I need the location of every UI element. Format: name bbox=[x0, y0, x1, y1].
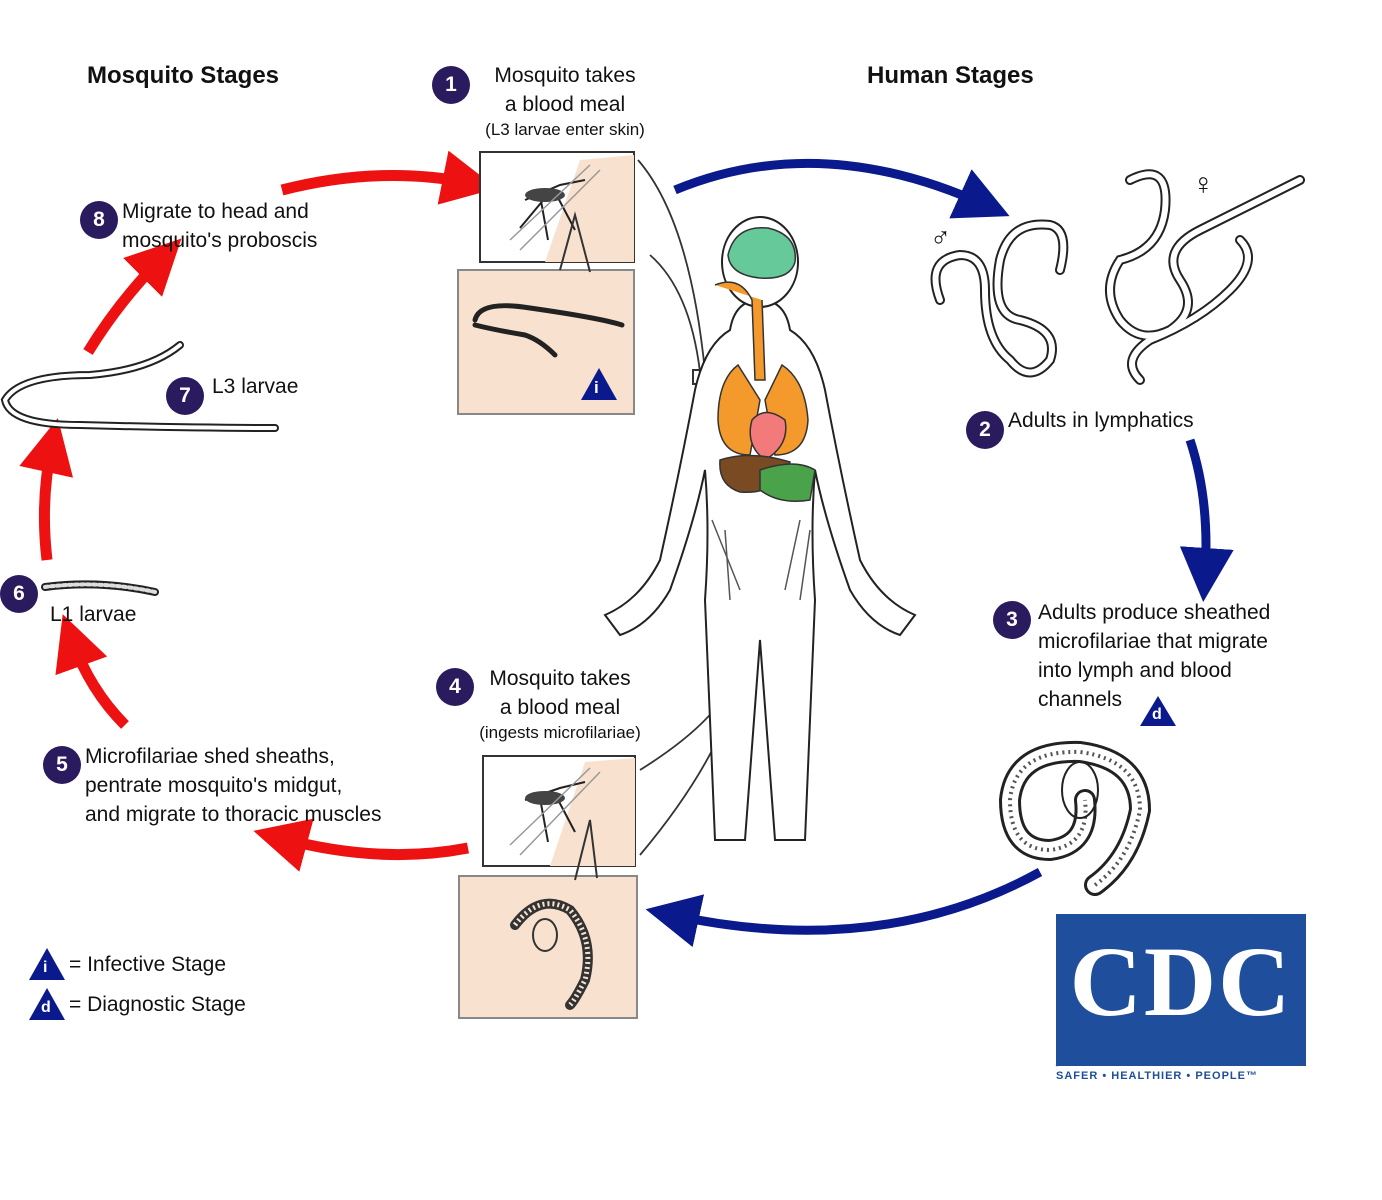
arrow-2-to-3 bbox=[1179, 438, 1234, 602]
arrow-8-to-1 bbox=[280, 150, 497, 205]
cdc-logo-text: CDC bbox=[1069, 926, 1293, 1037]
legend-infective-icon: i bbox=[43, 959, 48, 976]
arrow-3-to-4 bbox=[645, 868, 1043, 948]
cdc-tagline: SAFER • HEALTHIER • PEOPLE™ bbox=[1056, 1070, 1258, 1082]
stage-1-badge: 1 bbox=[432, 66, 470, 104]
stage-8-label: Migrate to head and mosquito's proboscis bbox=[122, 200, 318, 252]
arrow-6-to-7 bbox=[19, 418, 74, 561]
l1-larva bbox=[41, 580, 159, 596]
stage-1-label: Mosquito takes a blood meal (L3 larvae e… bbox=[485, 64, 645, 139]
mosquito-panel-top bbox=[479, 151, 635, 263]
stage-3-label: Adults produce sheathed microfilariae th… bbox=[1038, 601, 1271, 711]
mosquito-panel-bottom bbox=[482, 755, 636, 867]
human-body bbox=[603, 216, 917, 841]
l3-larva bbox=[0, 341, 279, 432]
stage-6-badge: 6 bbox=[0, 575, 38, 613]
female-symbol: ♀ bbox=[1192, 168, 1215, 201]
stage-7-label: L3 larvae bbox=[212, 375, 299, 398]
adult-worms bbox=[930, 169, 1305, 385]
cdc-logo: CDC bbox=[1056, 914, 1306, 1066]
legend-diagnostic-icon: d bbox=[41, 999, 51, 1016]
heading-mosquito-stages: Mosquito Stages bbox=[87, 62, 280, 89]
stage-7-badge: 7 bbox=[166, 377, 204, 415]
stage-4-badge: 4 bbox=[436, 668, 474, 706]
stage-6-label: L1 larvae bbox=[50, 603, 137, 626]
legend-diagnostic-label: = Diagnostic Stage bbox=[69, 993, 246, 1016]
stage-2-label: Adults in lymphatics bbox=[1008, 409, 1194, 432]
stage-5-label: Microfilariae shed sheaths, pentrate mos… bbox=[85, 745, 382, 826]
arrow-7-to-8 bbox=[83, 238, 182, 355]
stage-3-badge: 3 bbox=[993, 601, 1031, 639]
sheathed-microfilaria bbox=[998, 740, 1152, 896]
stage-4-label: Mosquito takes a blood meal (ingests mic… bbox=[479, 667, 641, 742]
heading-human-stages: Human Stages bbox=[867, 62, 1034, 89]
arrow-5-to-6 bbox=[55, 614, 129, 729]
stage-2-badge: 2 bbox=[966, 411, 1004, 449]
microfilaria-panel-bottom bbox=[458, 875, 638, 1019]
infective-stage-icon: i bbox=[579, 366, 619, 402]
stage-5-badge: 5 bbox=[43, 746, 81, 784]
legend-infective-label: = Infective Stage bbox=[69, 953, 227, 976]
arrow-4-to-5 bbox=[253, 818, 470, 872]
stage-8-badge: 8 bbox=[80, 201, 118, 239]
male-symbol: ♂ bbox=[930, 222, 951, 253]
diagnostic-stage-icon: d bbox=[1138, 694, 1178, 728]
arrow-1-to-2 bbox=[673, 158, 1010, 219]
